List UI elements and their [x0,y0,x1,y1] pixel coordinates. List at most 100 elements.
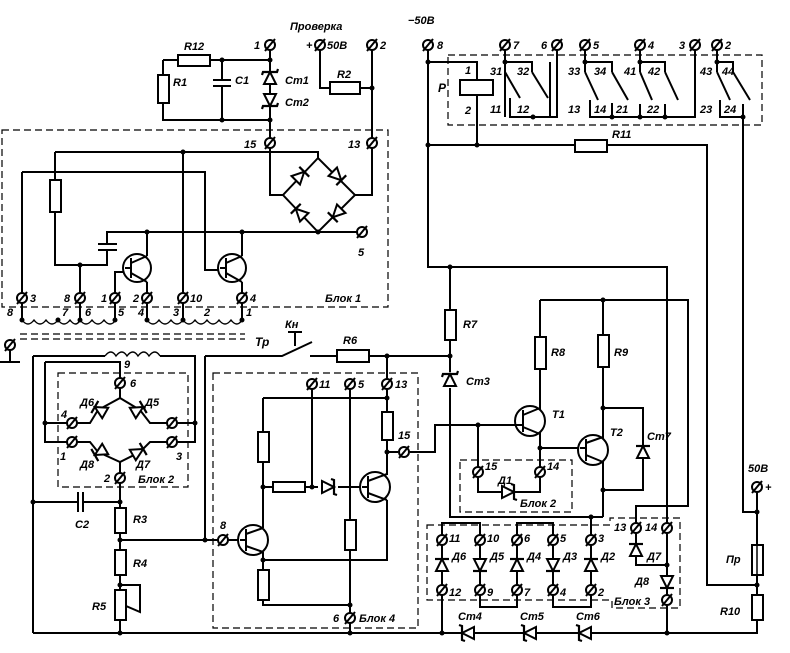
label-r5: R5 [92,601,107,613]
terminal-label: 6 [541,40,548,52]
terminal-4 [547,583,559,597]
terminal-label: 1 [254,40,260,52]
terminal-label: 9 [124,359,131,371]
terminal-3 [16,291,28,305]
terminal-2 [585,583,597,597]
terminal-label: 9 [487,587,494,599]
terminal-3 [166,435,178,449]
terminal-label: 4 [559,587,566,599]
label-c1: C1 [235,75,249,87]
relay-wiring [425,50,757,586]
resistor-r2 [329,81,361,95]
terminal-5 [547,533,559,547]
terminal-label: 3 [598,533,604,545]
resistor-r8 [534,336,547,370]
resistor [272,481,306,493]
contact-label: 32 [517,66,529,78]
transistor-icon [217,253,247,283]
relay-coil [459,79,494,96]
terminal-label: 14 [645,522,657,534]
label-d8: Д8 [79,459,95,471]
label-ct2: Ст2 [285,97,309,109]
terminal-5 [344,377,356,391]
label-d5: Д5 [489,551,505,563]
terminal-15 [264,136,276,150]
resistor [257,431,270,463]
terminal-2 [114,471,126,485]
label-d3: Д3 [562,551,577,563]
terminal-10 [177,291,189,305]
terminal-9 [474,583,486,597]
label-r3: R3 [133,514,147,526]
label-d5: Д5 [144,397,160,409]
terminal-label: 14 [547,461,559,473]
terminal-label: 5 [358,247,365,259]
terminal-7 [511,583,523,597]
contact-label: 43 [699,66,712,78]
resistor-r12 [177,54,211,67]
block-2b-frame [459,459,573,513]
contact-label: 34 [594,66,606,78]
label-d1: Д1 [497,475,512,487]
coil-tap-label: 3 [173,307,179,319]
transistor-t1-icon [514,405,546,437]
terminal-10 [474,533,486,547]
terminal-label: 3 [679,40,685,52]
block-2-frame [57,372,189,488]
block-2-label: Блок 2 [138,474,174,486]
resistor-r5 [114,589,127,621]
terminal-label: 5 [560,533,567,545]
label-d7: Д7 [646,551,662,563]
relay-p-frame [447,54,763,126]
contact-label: 24 [723,104,736,116]
terminal-label: 4 [249,293,256,305]
check-label: Проверка [290,21,342,33]
label-ct6: Ст6 [576,611,601,623]
label-ct4: Ст4 [458,611,482,623]
terminal-label: 3 [176,451,182,463]
contact-label: 11 [490,104,501,116]
resistor-r10 [751,594,764,621]
zener-ct4-icon [457,623,476,643]
terminal-label: 13 [348,139,360,151]
terminal [166,416,178,430]
relay-pin-label: 1 [465,65,471,77]
terminal-label: 15 [244,139,257,151]
terminal-3 [585,533,597,547]
label-c2: C2 [75,519,89,531]
terminal-5 [579,38,591,52]
resistor [344,519,357,551]
terminal-13 [630,521,642,535]
terminal-3 [689,38,701,52]
terminal-label: 3 [30,293,36,305]
transistor-icon [237,524,269,556]
terminal-4 [634,38,646,52]
block-2-wiring [30,351,218,636]
resistor-r6 [336,349,370,363]
terminal-plus50v-right [751,480,763,494]
voltage-label: 50В [327,40,347,52]
label-r11: R11 [612,129,631,141]
diode-d8-icon [658,574,676,590]
terminal-plus50v [314,38,326,52]
label-r2: R2 [337,69,351,81]
block-4-frame [212,372,419,629]
terminal [661,593,673,607]
zener-ct2-icon [260,92,280,111]
terminal-label: 15 [485,461,498,473]
terminal-label: 8 [220,520,227,532]
terminal-8-minus50v [422,38,434,52]
block-2b-label: Блок 2 [520,498,556,510]
amplifier-wiring [447,267,689,523]
label-kn: Кн [285,319,299,331]
terminal-label: 5 [593,40,600,52]
terminal-8 [217,533,229,547]
terminal-2 [141,291,153,305]
resistor [49,179,62,213]
terminal-label: 13 [395,379,407,391]
zener-ct5-icon [519,623,538,643]
terminal-label: 7 [524,587,531,599]
button-kn [205,331,450,357]
transformer-tr [0,303,245,363]
label-d4: Д4 [526,551,541,563]
